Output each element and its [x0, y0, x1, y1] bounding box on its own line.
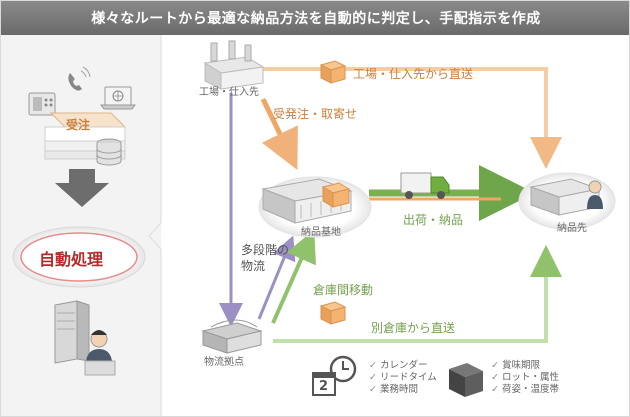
- hub-warehouse-icon: [201, 319, 263, 354]
- customer-label: 納品先: [557, 223, 587, 234]
- route-factory-base: [260, 97, 298, 171]
- criteria-item: ✓ 荷姿・温度帯: [491, 384, 559, 396]
- criteria-text: カレンダー: [379, 360, 428, 371]
- route-label-direct-factory: 工場・仕入先から直送: [353, 67, 474, 81]
- phone-icon: [68, 66, 91, 91]
- box-dark-icon: [449, 363, 483, 397]
- check-icon: ✓: [369, 384, 380, 395]
- criteria-text: ロット・属性: [501, 372, 559, 383]
- route-hub-base: [257, 235, 296, 320]
- criteria-left-list: ✓ カレンダー ✓ リードタイム ✓ 業務時間: [369, 360, 437, 396]
- order-label: 受注: [66, 118, 91, 132]
- down-arrow-icon: [55, 169, 109, 207]
- route-label-direct-warehouse: 別倉庫から直送: [371, 321, 456, 335]
- check-icon: ✓: [369, 372, 380, 383]
- criteria-item: ✓ 業務時間: [369, 384, 437, 396]
- server-icon: [54, 300, 90, 364]
- criteria-item: ✓ カレンダー: [369, 360, 437, 372]
- calendar-number: 2: [319, 379, 329, 394]
- criteria-item: ✓ リードタイム: [369, 372, 437, 384]
- criteria-text: 賞味期限: [501, 360, 540, 371]
- base-label: 納品基地: [301, 227, 341, 238]
- route-label-multistage-1: 多段階の: [241, 243, 290, 257]
- auto-process-badge: [12, 226, 146, 288]
- criteria-text: リードタイム: [379, 372, 437, 383]
- route-label-order-pick: 受発注・取寄せ: [273, 107, 358, 121]
- truck-icon: [400, 172, 450, 199]
- fax-icon: [28, 92, 56, 116]
- database-icon: [96, 138, 122, 166]
- check-icon: ✓: [491, 372, 502, 383]
- route-label-multistage-2: 物流: [241, 259, 266, 273]
- box-icon: [321, 182, 351, 208]
- hub-label: 物流拠点: [204, 357, 244, 368]
- criteria-text: 業務時間: [379, 384, 418, 395]
- route-label-ship: 出荷・納品: [403, 213, 464, 227]
- person-icon: [84, 330, 116, 376]
- route-label-warehouse-move: 倉庫間移動: [313, 283, 374, 297]
- route-factory-customer: [263, 67, 562, 169]
- panel-divider: [148, 35, 162, 416]
- box-icon-factory-route: [319, 60, 347, 84]
- route-warehouse-move: [271, 229, 316, 324]
- criteria-right-list: ✓ 賞味期限 ✓ ロット・属性 ✓ 荷姿・温度帯: [491, 360, 559, 396]
- calendar-icon: [312, 372, 336, 396]
- factory-label: 工場・仕入先: [199, 87, 259, 98]
- laptop-icon: [100, 86, 136, 110]
- check-icon: ✓: [369, 360, 380, 371]
- criteria-item: ✓ 賞味期限: [491, 360, 559, 372]
- factory-icon: [203, 40, 265, 90]
- customer-person-icon: [587, 180, 603, 209]
- auto-process-label: 自動処理: [39, 250, 104, 269]
- criteria-text: 荷姿・温度帯: [501, 384, 559, 395]
- clock-icon: [329, 355, 357, 383]
- check-icon: ✓: [491, 384, 502, 395]
- box-icon-warehouse-route: [319, 301, 347, 325]
- route-hub-customer: [273, 245, 562, 343]
- check-icon: ✓: [491, 360, 502, 371]
- page-title: 様々なルートから最適な納品方法を自動的に判定し、手配指示を作成: [1, 1, 629, 35]
- criteria-item: ✓ ロット・属性: [491, 372, 559, 384]
